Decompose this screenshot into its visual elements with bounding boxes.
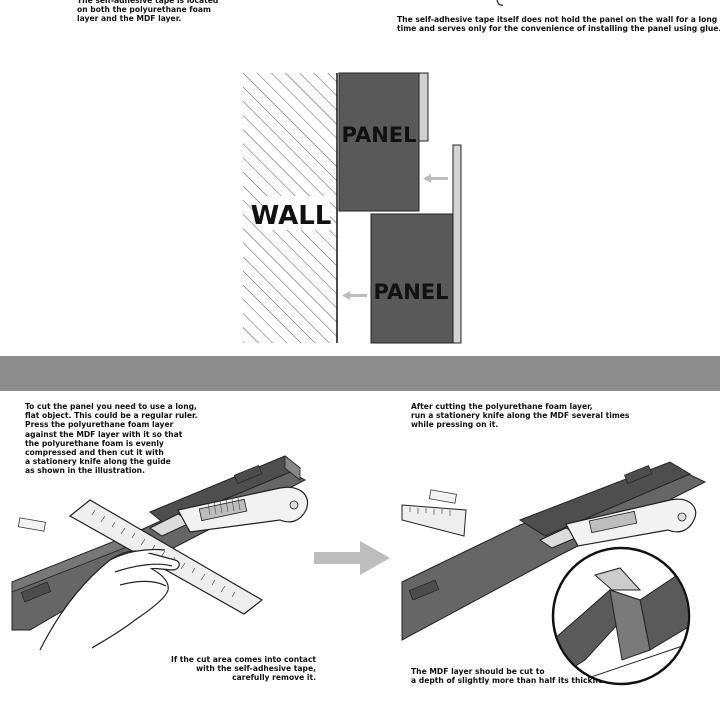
tape-removal-note: If the cut area comes into contact with … (171, 655, 317, 683)
tape-arrow-bottom (342, 291, 367, 300)
tape-piece-right (428, 489, 457, 504)
mdf-cutting-note: After cutting the polyurethane foam laye… (411, 402, 630, 430)
tape-arrow-top (423, 174, 448, 183)
cut-depth-note: The MDF layer should be cut to a depth o… (411, 667, 616, 686)
zoom-detail-circle (551, 546, 691, 686)
tape-location-note: The self-adhesive tape is located on bot… (77, 0, 219, 24)
panel-label-top: PANEL (341, 123, 416, 147)
top-fragment-drawing (496, 0, 504, 6)
tape-purpose-note: The self-adhesive tape itself does not h… (397, 15, 720, 34)
tape-piece-left (17, 517, 46, 532)
cutting-instructions-note: To cut the panel you need to use a long,… (25, 402, 198, 476)
wall-panel-diagram: WALL PANEL PANEL (243, 72, 462, 344)
upper-panel: PANEL (338, 72, 429, 212)
stationery-knife-right (538, 498, 697, 549)
hand (39, 548, 180, 651)
stationery-knife-left (149, 486, 309, 537)
ruler-piece (401, 504, 467, 537)
wall-label: WALL (251, 201, 332, 231)
section-divider (0, 356, 720, 391)
panel-label-bottom: PANEL (373, 280, 448, 304)
lower-panel: PANEL (370, 213, 454, 344)
